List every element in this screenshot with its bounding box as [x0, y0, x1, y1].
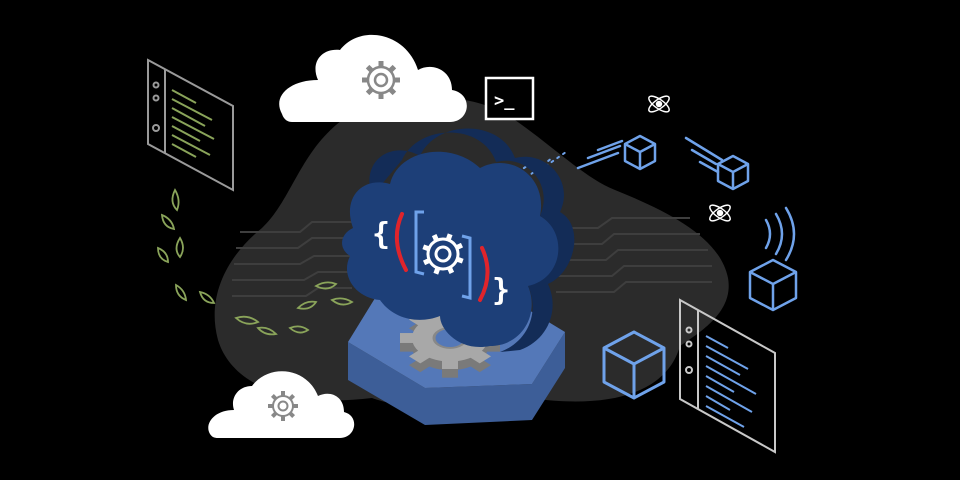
terminal-prompt: >_ — [494, 91, 515, 111]
leaf-icon — [157, 188, 354, 336]
signal-waves-icon — [764, 206, 796, 262]
red-parentheses — [394, 212, 490, 302]
code-window-left — [147, 58, 234, 192]
gear-icon — [268, 391, 298, 421]
blue-brackets — [414, 210, 472, 300]
code-window-right — [679, 298, 776, 454]
cube-icon — [716, 154, 750, 191]
cloud-top — [279, 34, 467, 122]
left-brace: { — [372, 217, 390, 252]
gear-icon — [362, 61, 400, 99]
cube-icon — [623, 134, 657, 171]
atom-icon — [709, 204, 731, 222]
main-cloud — [342, 128, 575, 352]
cube-icon — [602, 330, 666, 400]
terminal-icon: >_ — [484, 76, 535, 121]
circuit-lines — [232, 217, 712, 297]
motion-streaks — [576, 136, 724, 174]
cloud-bottom — [208, 371, 355, 438]
gear-icon — [422, 233, 464, 275]
right-brace: } — [492, 273, 510, 308]
atom-icon — [648, 95, 670, 113]
cube-icon — [748, 258, 798, 312]
